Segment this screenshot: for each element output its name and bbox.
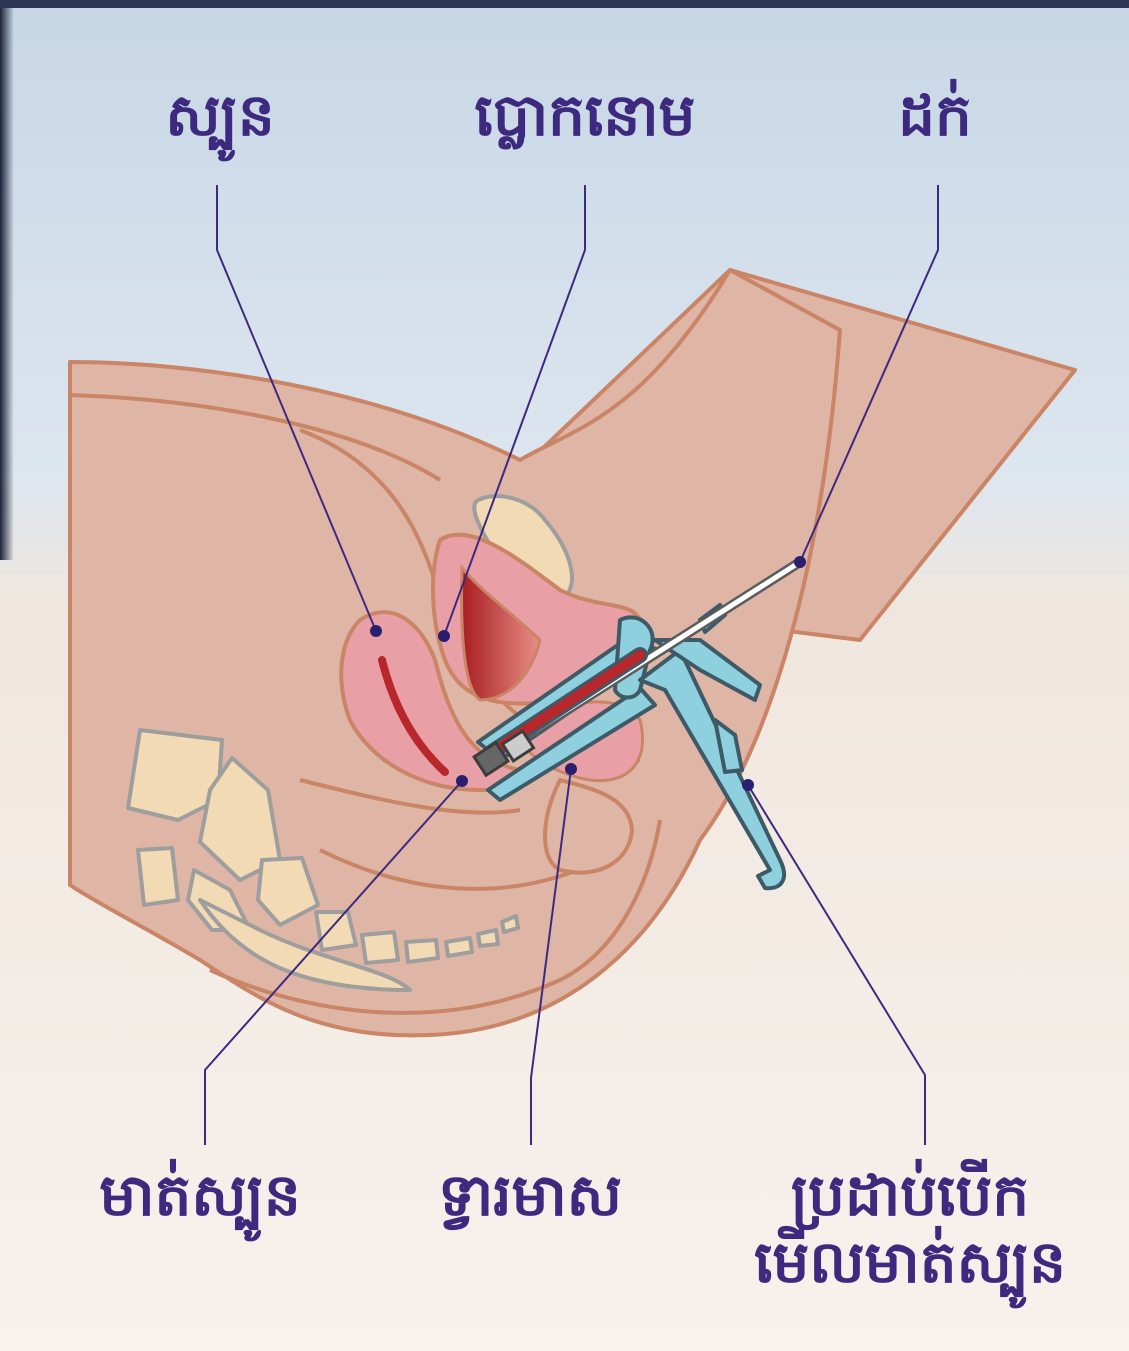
top-dark-edge: [0, 0, 1129, 8]
label-speculum-line2: មើលមាត់ស្បូន: [710, 1229, 1110, 1296]
label-uterus: ស្បូន: [140, 82, 300, 149]
vertebra-3: [138, 848, 178, 905]
label-anus: ទ្វារមាស: [400, 1162, 660, 1229]
vertebra-7: [362, 932, 398, 963]
label-speculum: ប្រដាប់បើក មើលមាត់ស្បូន: [710, 1162, 1110, 1295]
vertebra-8: [406, 940, 438, 962]
vertebra-9: [446, 938, 472, 956]
label-speculum-line1: ប្រដាប់បើក: [710, 1162, 1110, 1229]
label-swab: ដក់: [860, 82, 1010, 149]
dot-bladder: [438, 630, 450, 642]
vertebra-6: [316, 912, 356, 950]
label-cervix: មាត់ស្បូន: [60, 1162, 340, 1229]
vertebra-10: [478, 930, 498, 946]
dot-uterus: [370, 625, 382, 637]
dot-anus: [565, 763, 577, 775]
dot-cervix: [456, 775, 468, 787]
label-bladder: ប្លោកនោម: [420, 82, 750, 149]
dot-swab: [794, 556, 806, 568]
left-dark-edge: [0, 0, 14, 560]
dot-speculum: [742, 779, 754, 791]
